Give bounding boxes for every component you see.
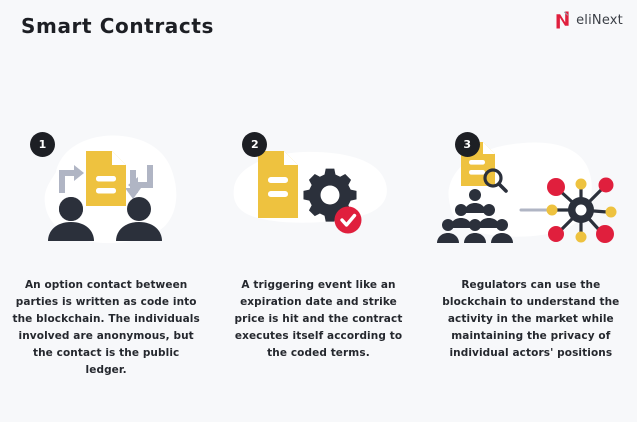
blob-shape bbox=[233, 151, 388, 223]
panels-row: 1 bbox=[0, 120, 637, 379]
brand-logo: eliNext bbox=[555, 11, 623, 29]
step-number-badge: 3 bbox=[454, 132, 480, 157]
step-number-badge: 2 bbox=[242, 132, 268, 157]
panel-caption: A triggering event like an expiration da… bbox=[234, 279, 403, 359]
page-header: Smart Contracts eliNext bbox=[0, 0, 637, 58]
network-nodes-icon bbox=[546, 177, 617, 243]
illustration-step-1: 1 bbox=[0, 120, 212, 255]
panel-step-1: 1 bbox=[0, 120, 212, 379]
page-title: Smart Contracts bbox=[21, 14, 215, 38]
two-people-icon bbox=[48, 197, 162, 241]
document-icon bbox=[86, 151, 126, 206]
illustration-step-3: 3 bbox=[425, 120, 637, 255]
panel-step-2: 2 bbox=[212, 120, 424, 379]
document-icon bbox=[258, 151, 299, 218]
panel-caption: An option contact between parties is wri… bbox=[12, 279, 200, 376]
panel-caption: Regulators can use the blockchain to und… bbox=[442, 279, 620, 359]
people-group-icon bbox=[436, 189, 513, 243]
illustration-step-2: 2 bbox=[212, 120, 424, 255]
panel-step-3: 3 bbox=[425, 120, 637, 379]
brand-name: eliNext bbox=[576, 12, 623, 28]
step-number-badge: 1 bbox=[30, 132, 55, 157]
exchange-arrows-icon bbox=[59, 165, 153, 199]
check-circle-icon bbox=[334, 206, 362, 234]
elinext-n-logo-icon bbox=[556, 11, 569, 29]
